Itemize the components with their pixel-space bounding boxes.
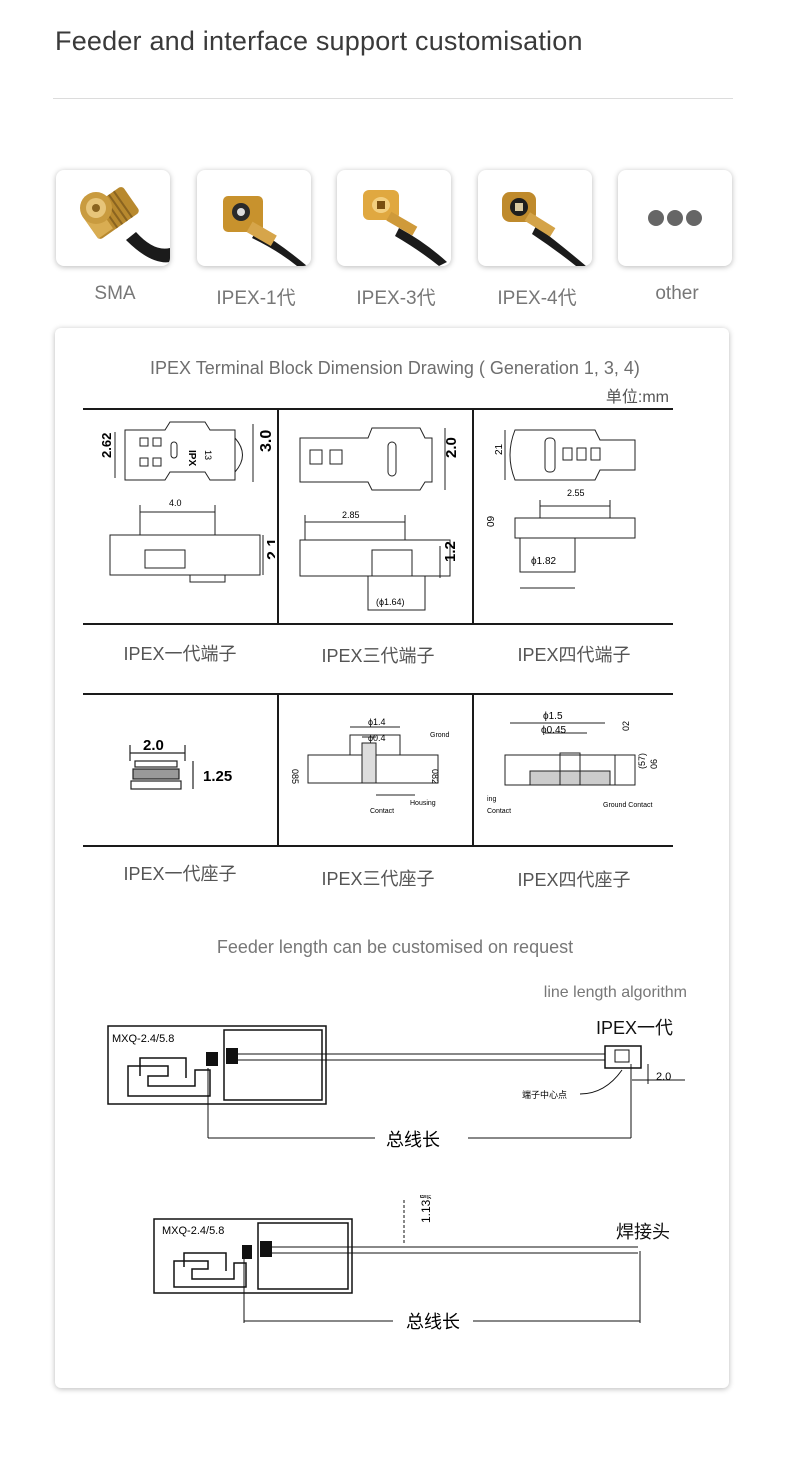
diagram1-end-label: IPEX一代 <box>596 1018 674 1038</box>
line-length-algorithm-label: line length algorithm <box>543 984 687 1001</box>
diagram1-center-label: 端子中心点 <box>522 1089 567 1100</box>
diagram2-total: 总线长 <box>406 1312 460 1332</box>
ipex3-socket-drawing: ϕ1.4 ϕ0.4 085 082 Grond Housing Contact <box>290 717 450 815</box>
connector-label-sma: SMA <box>94 283 136 304</box>
connector-label-other: other <box>655 283 699 304</box>
ipex1-connector-icon <box>223 196 307 266</box>
ipex4-socket-drawing: ϕ1.5 ϕ0.45 02 (57) 06 Ground Contact Con… <box>487 711 659 815</box>
dim-s3-b: ϕ0.4 <box>368 733 386 743</box>
dim-s1-a: 2.0 <box>143 737 164 754</box>
diagram2-end-label: 焊接头 <box>616 1222 670 1242</box>
feeder-title: Feeder length can be customised on reque… <box>216 937 574 957</box>
dim-t1-a: 2.62 <box>99 433 114 458</box>
dim-t4-d: ϕ1.82 <box>531 556 557 567</box>
connector-ipex4[interactable] <box>478 170 592 266</box>
label-s3-grond: Grond <box>430 732 450 739</box>
dim-t4-a: 21 <box>494 443 505 455</box>
unit-label: 单位:mm <box>605 389 669 406</box>
caption-ipex4-terminal: IPEX四代端子 <box>517 645 631 665</box>
dim-t3-b: 2.85 <box>342 510 360 520</box>
drawing-title: IPEX Terminal Block Dimension Drawing ( … <box>150 358 640 378</box>
dim-t3-c: 1.2 <box>442 541 459 562</box>
ipex3-connector-icon <box>363 190 447 266</box>
dim-t3-d: (ϕ1.64) <box>376 597 405 607</box>
caption-ipex3-terminal: IPEX三代端子 <box>321 646 435 666</box>
dim-s3-c: 085 <box>290 769 300 784</box>
dim-s4-b: ϕ0.45 <box>541 725 567 736</box>
diagram1-model: MXQ-2.4/5.8 <box>112 1033 174 1045</box>
dim-s4-d: (57) <box>637 753 647 769</box>
caption-ipex1-terminal: IPEX一代端子 <box>123 644 237 664</box>
ipex1-socket-drawing: 2.0 1.25 <box>129 737 232 790</box>
label-s4-ground: Ground Contact <box>603 802 652 809</box>
ipex4-connector-icon <box>502 192 586 266</box>
dim-t4-c: 09 <box>486 515 497 527</box>
divider <box>53 98 733 99</box>
more-dots-icon <box>648 210 702 226</box>
feeder-diagram-ipex: MXQ-2.4/5.8 端子中心点 2.0 总线长 <box>107 1025 685 1150</box>
label-s3-contact: Contact <box>370 808 394 815</box>
dim-t1-c: 4.0 <box>169 498 182 508</box>
connector-sma[interactable] <box>56 170 170 266</box>
dim-t1-b: 3.0 <box>258 430 275 452</box>
feeder-diagram-solder: MXQ-2.4/5.8 1.13黑 总线长 <box>153 1195 641 1332</box>
diagram1-total: 总线长 <box>386 1130 440 1150</box>
caption-ipex3-socket: IPEX三代座子 <box>321 869 435 889</box>
dim-t4-b: 2.55 <box>567 488 585 498</box>
label-s4-contact: Contact <box>487 808 511 815</box>
connector-label-ipex3: IPEX-3代 <box>356 288 436 309</box>
dim-t1-mark: IPX <box>186 450 197 466</box>
dim-t1-num: 13 <box>203 450 213 460</box>
connector-label-ipex1: IPEX-1代 <box>216 288 296 309</box>
diagram2-model: MXQ-2.4/5.8 <box>162 1225 224 1237</box>
connector-ipex3[interactable] <box>337 170 451 266</box>
label-s4-ing: ing <box>487 796 496 803</box>
dim-s3-d: 082 <box>430 769 440 784</box>
connector-other[interactable] <box>618 170 732 266</box>
sma-connector-icon <box>80 187 170 263</box>
dim-t1-d: 2.1 <box>265 538 275 560</box>
drawing-card <box>55 328 729 1388</box>
connector-ipex1[interactable] <box>197 170 311 266</box>
diagram2-cable: 1.13黑 <box>419 1195 433 1223</box>
ipex1-terminal-drawing: 2.62 IPX 13 3.0 4.0 2.1 <box>99 421 275 583</box>
connector-label-ipex4: IPEX-4代 <box>497 288 577 309</box>
dim-t3-a: 2.0 <box>443 437 460 458</box>
label-s3-housing: Housing <box>410 800 436 807</box>
ipex3-terminal-drawing: 2.0 2.85 1.2 (ϕ1.64) <box>299 427 460 611</box>
caption-ipex1-socket: IPEX一代座子 <box>123 864 237 884</box>
dim-s4-a: ϕ1.5 <box>543 711 563 722</box>
diagram1-dim: 2.0 <box>656 1071 671 1083</box>
ipex4-terminal-drawing: 21 2.55 09 ϕ1.82 <box>486 429 636 589</box>
page-title: Feeder and interface support customisati… <box>55 26 583 56</box>
dim-s1-b: 1.25 <box>203 768 232 785</box>
dim-s4-c: 02 <box>621 721 631 731</box>
dim-s3-a: ϕ1.4 <box>368 717 386 727</box>
dim-s4-e: 06 <box>649 759 659 769</box>
caption-ipex4-socket: IPEX四代座子 <box>517 870 631 890</box>
